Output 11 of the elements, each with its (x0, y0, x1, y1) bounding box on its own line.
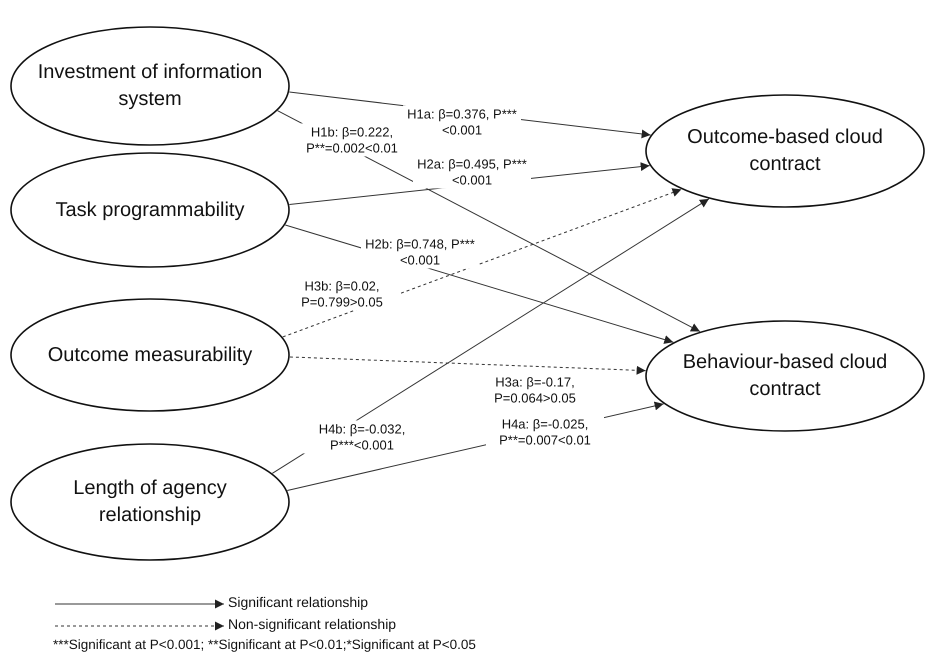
construct-name: Behaviour-based cloud contract (682, 350, 888, 402)
construct-name: Outcome measurability (46, 342, 254, 368)
construct-name: Investment of information system (36, 60, 264, 112)
construct-name: Outcome-based cloud contract (686, 125, 884, 177)
legend-text: Significant relationship (228, 594, 368, 610)
construct-name: Task programmability (54, 198, 246, 222)
arrow (289, 356, 646, 375)
footnote: ***Significant at P<0.001; **Significant at P<0.01;*Significant at P<0.05 (53, 637, 476, 652)
legend-text: Non-significant relationship (228, 616, 396, 632)
arrow (272, 198, 710, 474)
construct-name: Length of agency relationship (72, 476, 228, 528)
